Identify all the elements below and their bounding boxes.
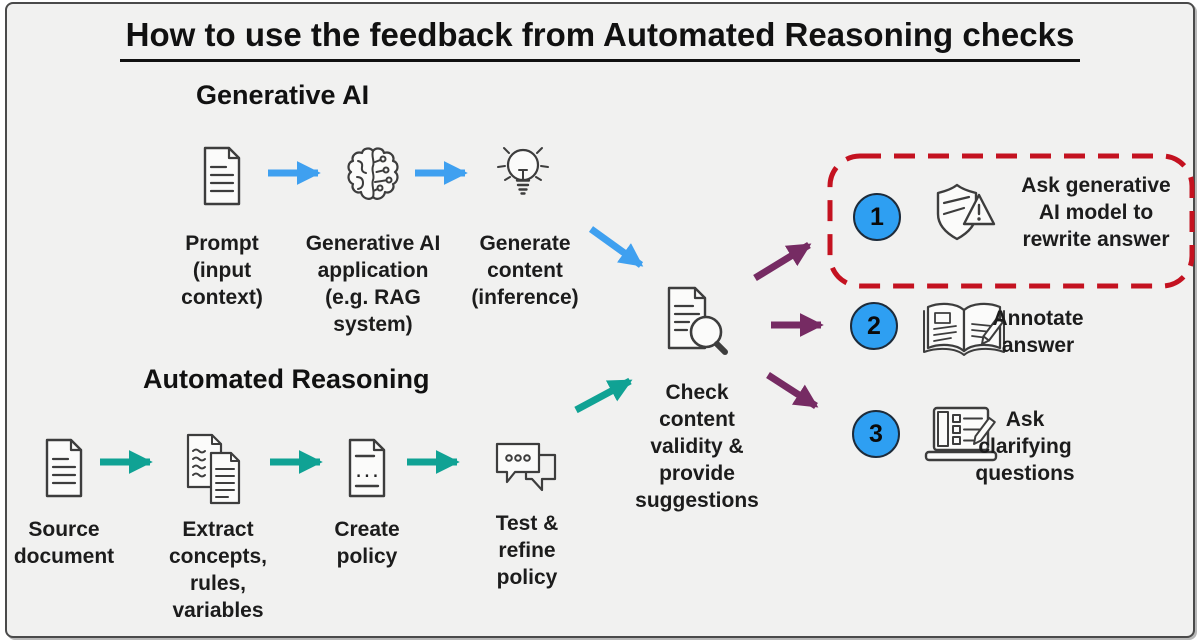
option-number-badge: 2 xyxy=(850,302,898,350)
option-number: 1 xyxy=(870,202,884,231)
lightbulb-icon xyxy=(497,147,549,195)
option-label-clarifying-questions: Ask clarifying questions xyxy=(975,408,1075,485)
step-label-prompt: Prompt (input context) xyxy=(181,232,263,309)
highlight-dashed-box xyxy=(827,153,1195,289)
document-search-icon xyxy=(667,286,728,355)
flow-arrow-teal-1 xyxy=(100,450,153,474)
shield-alert-icon xyxy=(936,183,996,241)
brain-circuit-icon xyxy=(347,147,399,200)
laptop-checklist-icon xyxy=(924,406,998,462)
check-content-label: Check content validity & provide suggest… xyxy=(635,381,759,512)
option-label-rewrite-answer: Ask generative AI model to rewrite answe… xyxy=(1021,174,1171,251)
document-icon xyxy=(203,146,241,206)
option-number: 2 xyxy=(867,311,881,340)
option-number-badge: 1 xyxy=(853,193,901,241)
section-heading-automated-reasoning: Automated Reasoning xyxy=(143,364,430,394)
section-heading-generative-ai: Generative AI xyxy=(196,80,370,110)
arrow-check-to-option-1 xyxy=(753,242,812,281)
step-label-generate-content: Generate content (inference) xyxy=(471,232,579,309)
arrow-policy-to-check xyxy=(574,377,633,414)
step-label-extract-concepts: Extract concepts, rules, variables xyxy=(168,518,268,622)
step-label-create-policy: Create policy xyxy=(334,518,400,568)
arrow-check-to-option-3 xyxy=(766,372,819,409)
step-label-test-refine-policy: Test & refine policy xyxy=(495,512,559,589)
flow-arrow-blue-1 xyxy=(268,161,321,185)
chat-bubbles-icon xyxy=(495,442,557,492)
open-book-pencil-icon xyxy=(923,302,1005,356)
policy-braces-glyph: { ... } xyxy=(345,465,389,481)
arrow-generate-to-check xyxy=(588,226,644,268)
policy-document-icon: { ... } xyxy=(345,438,389,498)
document-icon xyxy=(45,438,83,498)
step-label-source-document: Source document xyxy=(13,518,115,568)
flow-arrow-blue-2 xyxy=(415,161,468,185)
page-title: How to use the feedback from Automated R… xyxy=(0,16,1200,62)
option-label-annotate-answer: Annotate answer xyxy=(992,307,1084,357)
step-label-generative-ai-application: Generative AI application (e.g. RAG syst… xyxy=(305,232,441,336)
option-number: 3 xyxy=(869,419,883,448)
flow-arrow-teal-3 xyxy=(407,450,460,474)
documents-extract-icon xyxy=(186,433,241,505)
option-number-badge: 3 xyxy=(852,410,900,458)
flow-arrow-teal-2 xyxy=(270,450,323,474)
arrow-check-to-option-2 xyxy=(771,313,824,337)
